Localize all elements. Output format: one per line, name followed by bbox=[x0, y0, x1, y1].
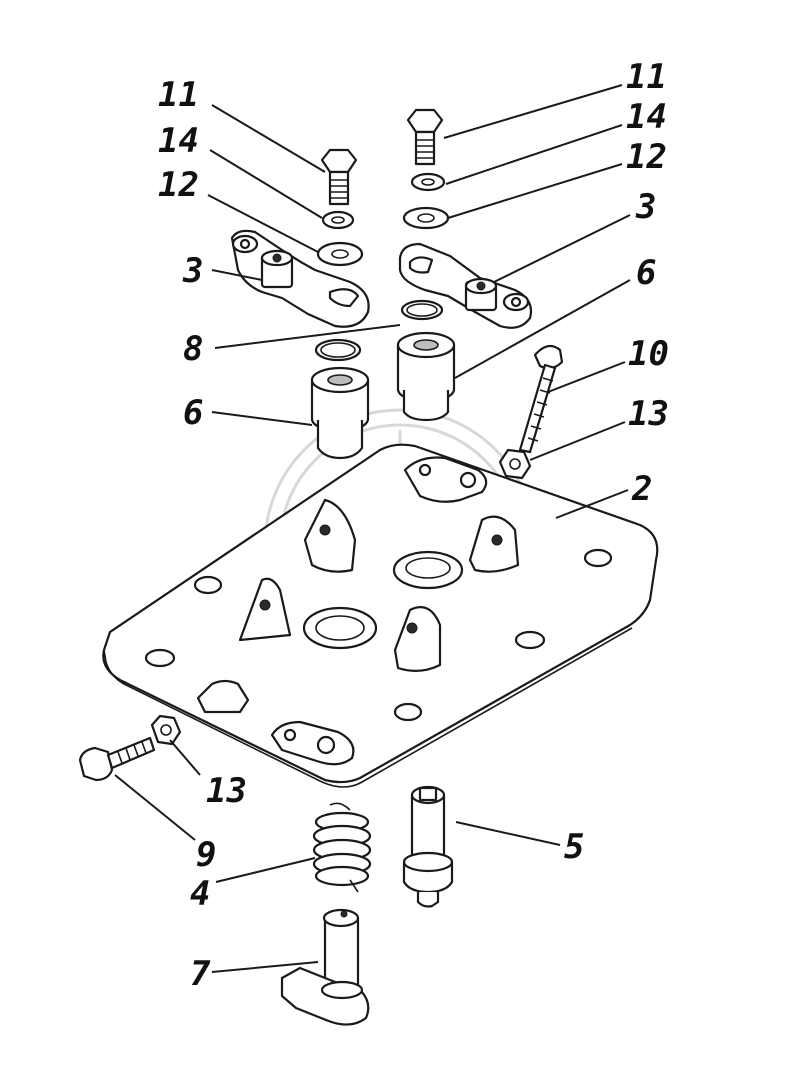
washer-14-right bbox=[410, 172, 446, 192]
label-12-left: 12 bbox=[158, 165, 199, 205]
shaft-7 bbox=[280, 908, 370, 1026]
label-3-right: 3 bbox=[635, 187, 656, 227]
label-3-left: 3 bbox=[182, 251, 203, 291]
label-4: 4 bbox=[190, 874, 210, 914]
label-14-right: 14 bbox=[626, 97, 667, 137]
label-9: 9 bbox=[196, 835, 216, 875]
lever-left bbox=[230, 229, 370, 328]
o-ring-right bbox=[400, 299, 444, 321]
lever-right bbox=[398, 242, 533, 329]
label-13-upper: 13 bbox=[628, 394, 669, 434]
label-8: 8 bbox=[183, 329, 203, 369]
label-6-left: 6 bbox=[183, 393, 203, 433]
label-10: 10 bbox=[628, 334, 669, 374]
label-5: 5 bbox=[564, 827, 584, 867]
label-13-lower: 13 bbox=[206, 771, 247, 811]
spring bbox=[312, 802, 372, 893]
nut-13-upper bbox=[498, 448, 532, 480]
nut-13-lower bbox=[150, 714, 182, 746]
part-labels: 11 14 12 3 8 6 11 14 12 3 6 10 13 2 13 9… bbox=[158, 57, 669, 994]
o-ring-left bbox=[314, 338, 362, 362]
bushing-right bbox=[396, 331, 456, 422]
adjusting-rod bbox=[518, 344, 564, 454]
shaft-5 bbox=[402, 785, 454, 908]
label-11-right: 11 bbox=[626, 57, 667, 97]
leader-lines bbox=[114, 84, 631, 973]
bolt-9 bbox=[78, 736, 156, 782]
label-7: 7 bbox=[190, 954, 211, 994]
base-plate bbox=[102, 443, 659, 788]
label-11-left: 11 bbox=[158, 75, 199, 115]
washer-12-left bbox=[316, 241, 364, 267]
label-12-right: 12 bbox=[626, 137, 667, 177]
bolt-left bbox=[320, 148, 358, 206]
label-6-right: 6 bbox=[636, 253, 656, 293]
washer-14-left bbox=[321, 210, 355, 230]
bolt-right bbox=[406, 108, 444, 166]
label-14-left: 14 bbox=[158, 121, 199, 161]
washer-12-right bbox=[402, 206, 450, 230]
label-2: 2 bbox=[631, 469, 652, 509]
bushing-left bbox=[310, 366, 370, 460]
